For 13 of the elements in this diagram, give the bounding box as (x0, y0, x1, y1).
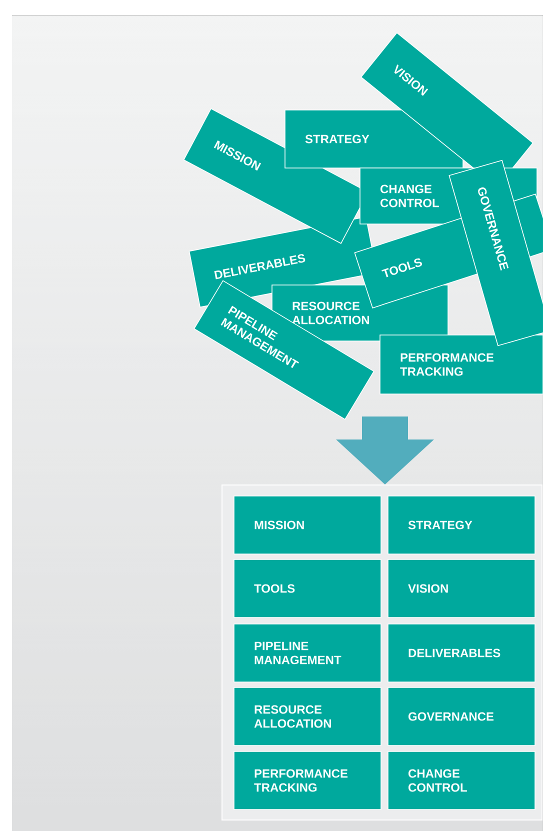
card: PIPELINE MANAGEMENT (234, 624, 382, 682)
card: PERFORMANCE TRACKING (234, 751, 382, 810)
card: CHANGE CONTROL (388, 751, 536, 810)
card: STRATEGY (388, 496, 536, 554)
card: DELIVERABLES (388, 624, 536, 682)
card: GOVERNANCE (388, 687, 536, 746)
arrow (336, 416, 434, 484)
card: PERFORMANCE TRACKING (380, 334, 543, 394)
card: VISION (388, 559, 536, 618)
card: TOOLS (234, 559, 382, 618)
card: RESOURCE ALLOCATION (234, 687, 382, 746)
card: MISSION (234, 496, 382, 554)
node-label: TOOLS (382, 258, 422, 278)
